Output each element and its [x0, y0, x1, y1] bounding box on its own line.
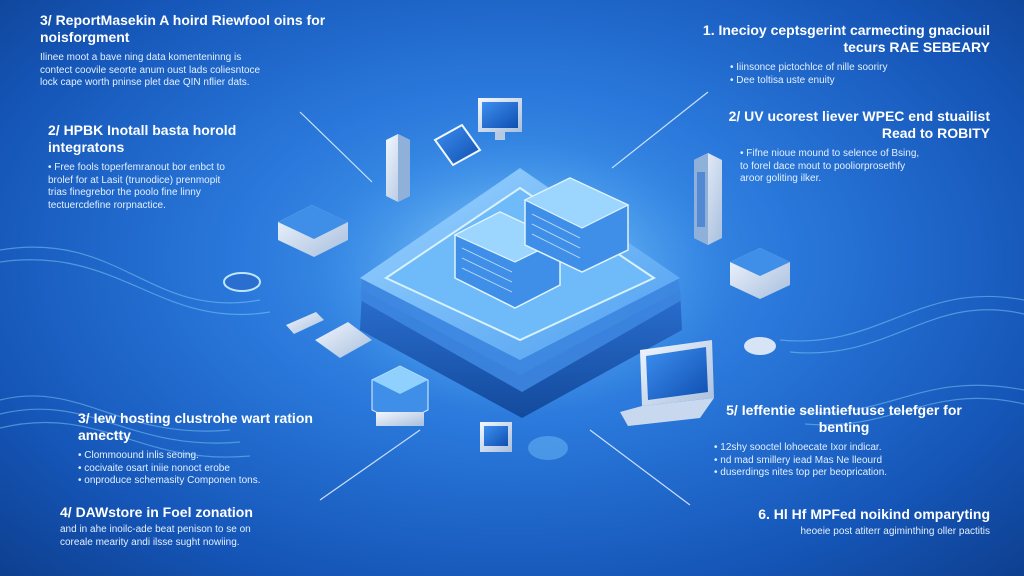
disk-device-left — [223, 272, 261, 292]
section-1-line: lock cape worth pninse plet dae QIN nfli… — [40, 77, 250, 88]
wave-lines-left — [0, 246, 271, 458]
section-7-title: 5/ Ieffentie selintiefuuse telefger for … — [726, 402, 962, 435]
section-3-body: • Clommoound inlis seoing. • cocivaite o… — [78, 450, 338, 488]
section-3-line: • Clommoound inlis seoing. — [78, 450, 199, 461]
keyboard-device — [286, 312, 372, 358]
section-5-title: 1. Inecioy ceptsgerint carmecting gnacio… — [702, 22, 990, 55]
section-5: 1. Inecioy ceptsgerint carmecting gnacio… — [680, 22, 990, 87]
section-1-body: Ilinee moot a bave ning data komenteninn… — [40, 52, 350, 90]
section-4-body: and in ahe inoilc-ade beat penison to se… — [60, 524, 340, 549]
section-2-line: • Free fools toperfemranout bor enbct to — [48, 162, 225, 173]
section-3-title: 3/ Iew hosting clustrohe wart ration ame… — [78, 410, 313, 443]
section-4-title: 4/ DAWstore in Foel zonation — [60, 504, 253, 520]
monitor-device-top — [478, 98, 522, 140]
section-7-body: • 12shy sooctel lohoecate Ixor indicar. … — [714, 442, 974, 480]
section-6-line: • Fifne nioue mound to selence of Bsing, — [740, 148, 920, 159]
section-2-title: 2/ HPBK Inotall basta horold integratons — [48, 122, 237, 155]
desktop-monitor-bottom — [480, 422, 568, 460]
tower-server-left — [386, 134, 410, 202]
section-6: 2/ UV ucorest liever WPEC end stuailist … — [700, 108, 990, 186]
section-2-line: brolef for at Lasit (trunodice) prenmopi… — [48, 174, 221, 186]
section-4-line: and in ahe inoilc-ade beat penison to se… — [60, 524, 251, 535]
laptop-device — [620, 340, 714, 426]
section-3-line: • cocivaite osart iniie nonoct erobe — [78, 462, 230, 474]
section-2: 2/ HPBK Inotall basta horold integratons… — [48, 122, 298, 212]
section-8-title: 6. Hl Hf MPFed noikind omparyting — [758, 506, 990, 522]
section-7-line: • 12shy sooctel lohoecate Ixor indicar. — [714, 442, 882, 453]
section-8: 6. Hl Hf MPFed noikind omparyting heoeie… — [690, 506, 990, 539]
section-6-line: to forel dace mout to pooliorprosethfy — [740, 160, 906, 172]
server-block-right — [730, 248, 790, 299]
section-5-line: • Dee toltisa uste enuity — [730, 74, 835, 86]
section-1: 3/ ReportMasekin A hoird Riewfool oins f… — [40, 12, 350, 90]
section-1-title: 3/ ReportMasekin A hoird Riewfool oins f… — [40, 12, 326, 45]
section-4: 4/ DAWstore in Foel zonation and in ahe … — [60, 504, 340, 549]
section-7: 5/ Ieffentie selintiefuuse telefger for … — [714, 402, 974, 480]
tower-server-right — [694, 153, 722, 245]
section-1-line: contect coovile seorte anum oust lads co… — [40, 64, 261, 76]
section-5-line: • Iiinsonce pictochlce of nille sooriry — [730, 62, 888, 73]
disk-device-right — [744, 337, 776, 355]
section-2-line: trias finegrebor the poolo fine linny — [48, 187, 201, 198]
section-8-line: heoeie post atiterr agiminthing oller pa… — [800, 526, 990, 537]
section-1-line: Ilinee moot a bave ning data komenteninn… — [40, 52, 242, 63]
section-7-line: • nd mad smillery iead Mas Ne lleourd — [714, 454, 883, 466]
section-6-line: aroor goliting ilker. — [740, 173, 822, 184]
section-3-line: • onproduce schemasity Componen tons. — [78, 475, 261, 486]
section-8-body: heoeie post atiterr agiminthing oller pa… — [690, 526, 990, 539]
server-block-left — [278, 205, 348, 257]
platform-server-racks — [453, 177, 630, 309]
section-2-body: • Free fools toperfemranout bor enbct to… — [48, 162, 298, 212]
section-5-body: • Iiinsonce pictochlce of nille sooriry … — [680, 62, 990, 87]
section-4-line: coreale mearity andi ilsse sught nowiing… — [60, 536, 240, 548]
wave-lines-right — [779, 295, 1024, 426]
section-6-title: 2/ UV ucorest liever WPEC end stuailist … — [728, 108, 990, 141]
cube-server-bottom — [371, 365, 429, 426]
section-6-body: • Fifne nioue mound to selence of Bsing,… — [700, 148, 990, 186]
section-2-line: tectuercdefine rorpnactice. — [48, 199, 166, 211]
section-3: 3/ Iew hosting clustrohe wart ration ame… — [78, 410, 338, 488]
section-7-line: • duserdings nites top per beoprication. — [714, 467, 888, 478]
tablet-device — [433, 123, 482, 167]
